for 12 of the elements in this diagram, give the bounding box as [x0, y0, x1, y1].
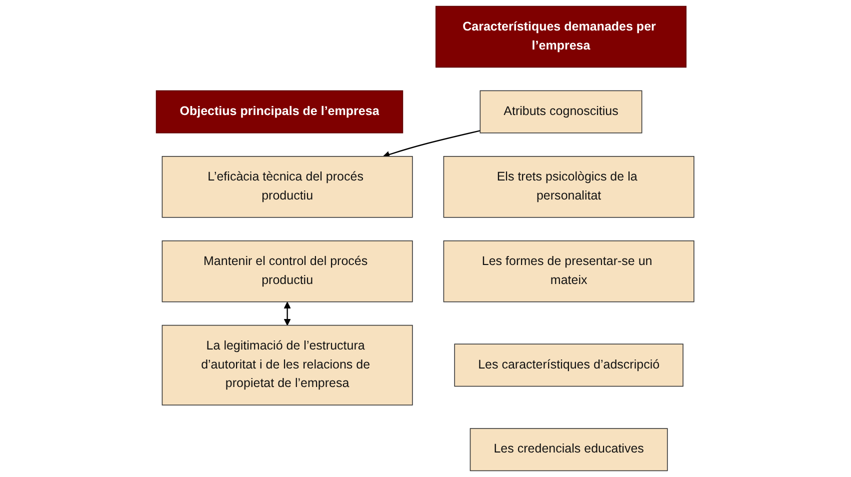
node-box: Mantenir el control del procés productiu: [162, 240, 414, 302]
node-box: Els trets psicològics de la personalitat: [444, 156, 695, 218]
node-box: La legitimació de l’estructura d’autoritat i de les relacions de propietat de l’empresa: [162, 324, 414, 406]
node-box: L’eficàcia tècnica del procés productiu: [162, 156, 414, 218]
node-box: Les formes de presentar-se un mateix: [444, 240, 695, 302]
node-box: Les característiques d’adscripció: [454, 344, 684, 387]
node-box: Característiques demanades per l’empresa: [436, 6, 687, 68]
arrow: [383, 130, 481, 158]
arrow: [284, 302, 292, 326]
node-box: Objectius principals de l’empresa: [156, 90, 404, 134]
node-box: Atributs cognoscitius: [480, 90, 643, 134]
node-box: Les credencials educatives: [470, 428, 668, 472]
